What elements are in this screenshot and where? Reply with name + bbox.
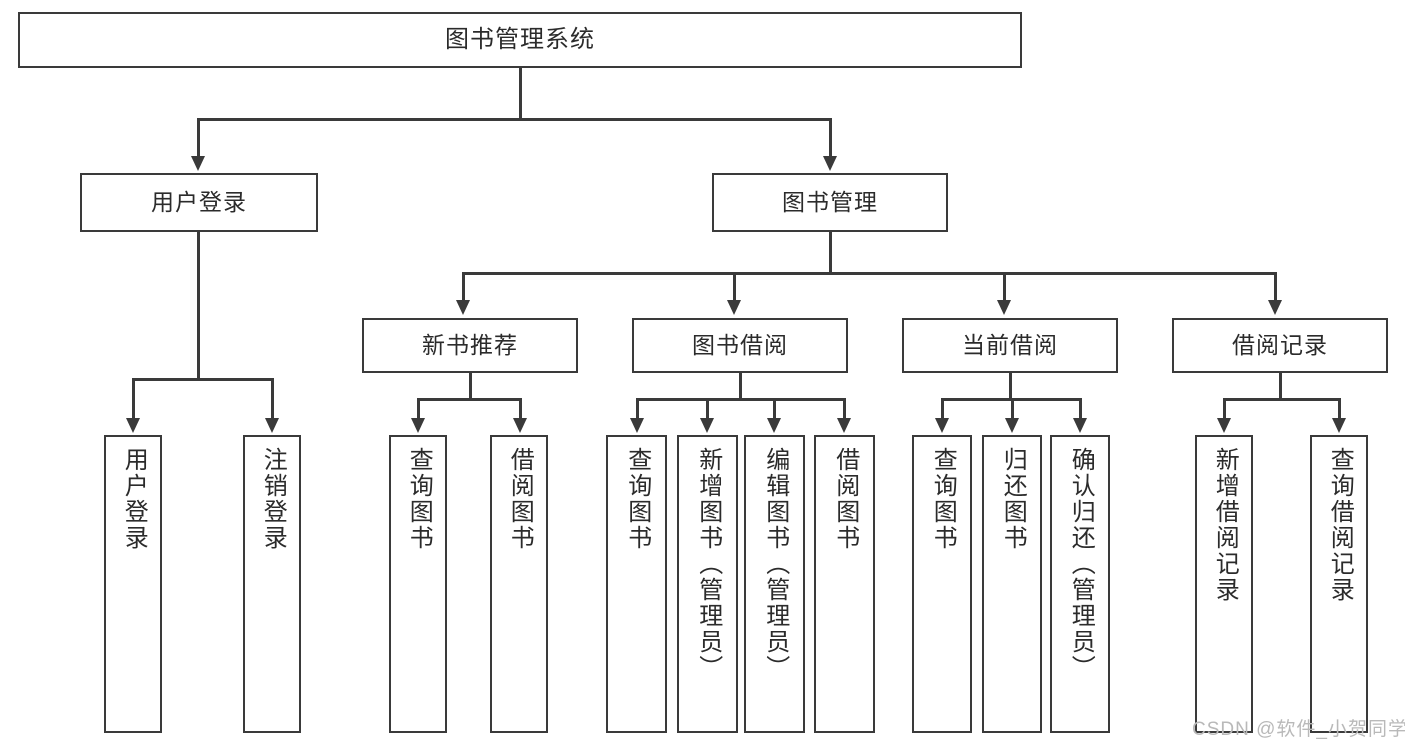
node-label: 新增借阅记录 xyxy=(1211,447,1239,603)
connector-nb-to-leaf-1 xyxy=(417,398,420,420)
node-leaf-borrow-book[interactable]: 借阅图书 xyxy=(814,435,875,733)
arrowhead-bb-leaf-1 xyxy=(630,418,644,433)
arrowhead-user-login-leaf-1 xyxy=(126,418,140,433)
node-label: 注销登录 xyxy=(259,447,287,551)
arrowhead-user-login-leaf-2 xyxy=(265,418,279,433)
connector-bb-to-leaf-2 xyxy=(706,398,709,420)
node-label: 新书推荐 xyxy=(422,331,518,358)
connector-root-to-book-management xyxy=(829,118,832,158)
connector-current-borrow-stem xyxy=(1009,373,1012,400)
node-leaf-return-book[interactable]: 归还图书 xyxy=(982,435,1042,733)
node-leaf-add-book-admin[interactable]: 新增图书（管理员） xyxy=(677,435,738,733)
connector-bm-to-new-book xyxy=(462,272,465,302)
arrowhead-root-to-book-management xyxy=(823,156,837,171)
arrowhead-cb-leaf-1 xyxy=(935,418,949,433)
connector-user-login-stem xyxy=(197,232,200,380)
node-leaf-confirm-return-admin[interactable]: 确认归还（管理员） xyxy=(1050,435,1110,733)
node-label: 当前借阅 xyxy=(962,331,1058,358)
node-label: 图书借阅 xyxy=(692,331,788,358)
arrowhead-bb-leaf-3 xyxy=(767,418,781,433)
watermark-text: CSDN @软件_小贺同学 xyxy=(1192,719,1405,740)
connector-user-login-to-leaf-2 xyxy=(271,378,274,420)
connector-bb-to-leaf-4 xyxy=(843,398,846,420)
arrowhead-bb-leaf-2 xyxy=(700,418,714,433)
connector-cb-to-leaf-3 xyxy=(1079,398,1082,420)
node-label: 归还图书 xyxy=(999,447,1027,551)
node-leaf-edit-book-admin[interactable]: 编辑图书（管理员） xyxy=(744,435,805,733)
node-label: 用户登录 xyxy=(151,188,247,215)
node-label: 查询图书 xyxy=(623,447,651,551)
node-user-login[interactable]: 用户登录 xyxy=(80,173,318,232)
connector-book-borrow-stem xyxy=(739,373,742,400)
arrowhead-cb-leaf-3 xyxy=(1073,418,1087,433)
connector-bb-to-leaf-1 xyxy=(636,398,639,420)
arrowhead-nb-leaf-1 xyxy=(411,418,425,433)
connector-bm-to-current-borrow xyxy=(1003,272,1006,302)
node-label: 用户登录 xyxy=(120,447,148,551)
arrowhead-bm-to-borrow-record xyxy=(1268,300,1282,315)
connector-new-book-bus xyxy=(418,398,521,401)
node-leaf-logout[interactable]: 注销登录 xyxy=(243,435,301,733)
node-root-book-management-system[interactable]: 图书管理系统 xyxy=(18,12,1022,68)
node-current-borrow[interactable]: 当前借阅 xyxy=(902,318,1118,373)
node-book-management[interactable]: 图书管理 xyxy=(712,173,948,232)
connector-bm-to-borrow-record xyxy=(1274,272,1277,302)
connector-br-to-leaf-1 xyxy=(1223,398,1226,420)
node-label: 借阅记录 xyxy=(1232,331,1328,358)
node-label: 图书管理 xyxy=(782,188,878,215)
node-label: 图书管理系统 xyxy=(445,25,595,53)
node-borrow-record[interactable]: 借阅记录 xyxy=(1172,318,1388,373)
node-leaf-query-book-recommend[interactable]: 查询图书 xyxy=(389,435,447,733)
connector-bm-to-book-borrow xyxy=(733,272,736,302)
node-label: 查询图书 xyxy=(929,447,957,551)
arrowhead-root-to-user-login xyxy=(191,156,205,171)
node-leaf-borrow-book-recommend[interactable]: 借阅图书 xyxy=(490,435,548,733)
arrowhead-bm-to-new-book xyxy=(456,300,470,315)
node-label: 编辑图书（管理员） xyxy=(761,447,789,681)
connector-book-borrow-bus xyxy=(637,398,845,401)
connector-book-management-stem xyxy=(829,232,832,274)
node-leaf-query-borrow-record[interactable]: 查询借阅记录 xyxy=(1310,435,1368,733)
node-label: 确认归还（管理员） xyxy=(1067,447,1095,681)
node-label: 新增图书（管理员） xyxy=(694,447,722,681)
arrowhead-cb-leaf-2 xyxy=(1005,418,1019,433)
connector-borrow-record-bus xyxy=(1224,398,1340,401)
connector-bb-to-leaf-3 xyxy=(773,398,776,420)
node-leaf-query-book-current[interactable]: 查询图书 xyxy=(912,435,972,733)
arrowhead-br-leaf-1 xyxy=(1217,418,1231,433)
node-label: 查询图书 xyxy=(405,447,433,551)
node-label: 借阅图书 xyxy=(506,447,534,551)
connector-cb-to-leaf-1 xyxy=(941,398,944,420)
arrowhead-bm-to-book-borrow xyxy=(727,300,741,315)
arrowhead-bb-leaf-4 xyxy=(837,418,851,433)
connector-book-management-bus xyxy=(463,272,1277,275)
connector-borrow-record-stem xyxy=(1279,373,1282,400)
node-leaf-add-borrow-record[interactable]: 新增借阅记录 xyxy=(1195,435,1253,733)
connector-root-to-user-login xyxy=(197,118,200,158)
connector-br-to-leaf-2 xyxy=(1338,398,1341,420)
node-leaf-user-login[interactable]: 用户登录 xyxy=(104,435,162,733)
connector-new-book-stem xyxy=(469,373,472,400)
connector-nb-to-leaf-2 xyxy=(519,398,522,420)
node-label: 借阅图书 xyxy=(831,447,859,551)
connector-user-login-to-leaf-1 xyxy=(132,378,135,420)
node-book-borrow[interactable]: 图书借阅 xyxy=(632,318,848,373)
node-leaf-query-book-borrow[interactable]: 查询图书 xyxy=(606,435,667,733)
node-new-book-recommend[interactable]: 新书推荐 xyxy=(362,318,578,373)
arrowhead-bm-to-current-borrow xyxy=(997,300,1011,315)
arrowhead-br-leaf-2 xyxy=(1332,418,1346,433)
connector-cb-to-leaf-2 xyxy=(1011,398,1014,420)
connector-root-bus xyxy=(198,118,832,121)
node-label: 查询借阅记录 xyxy=(1326,447,1354,603)
connector-root-stem-vertical xyxy=(519,68,522,118)
connector-user-login-bus xyxy=(133,378,273,381)
arrowhead-nb-leaf-2 xyxy=(513,418,527,433)
